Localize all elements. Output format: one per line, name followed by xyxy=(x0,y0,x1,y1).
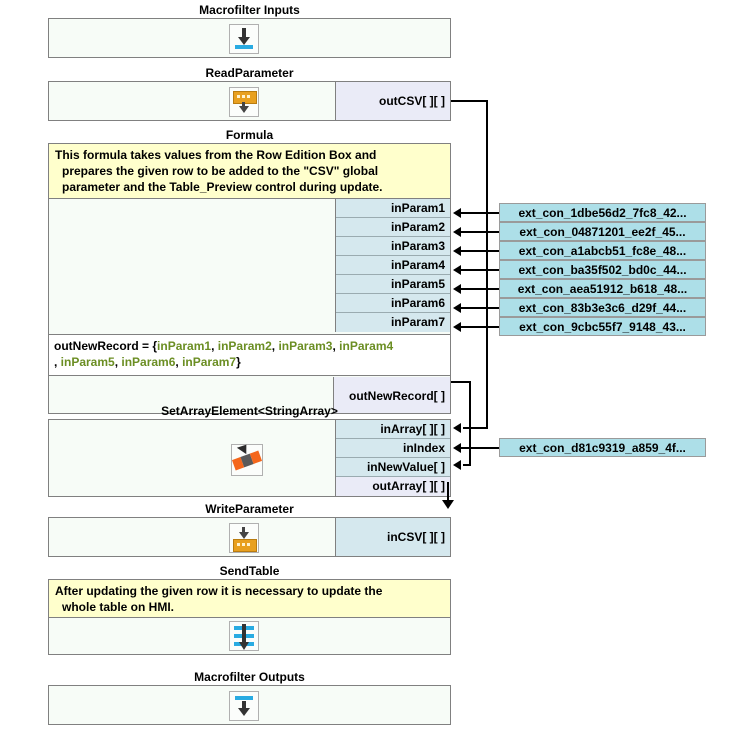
block-body-write-parameter[interactable]: inCSV[ ][ ] xyxy=(48,517,451,557)
block-title-set-array-element: SetArrayElement<StringArray> xyxy=(161,404,338,418)
port-out-array[interactable]: outArray[ ][ ] xyxy=(336,477,450,496)
port-in-param7[interactable]: inParam7 xyxy=(336,313,450,332)
block-write-parameter[interactable]: WriteParameter inCSV[ ][ ] xyxy=(48,502,451,557)
wire-newrecord-h2 xyxy=(463,464,471,466)
formula-line2-prefix: , xyxy=(54,355,61,369)
port-in-param6[interactable]: inParam6 xyxy=(336,294,450,313)
block-body-formula[interactable]: This formula takes values from the Row E… xyxy=(48,143,451,414)
wire-connector-3 xyxy=(461,250,499,252)
wire-arrow-param6 xyxy=(453,303,461,313)
block-macrofilter-outputs[interactable]: Macrofilter Outputs xyxy=(48,670,451,725)
wire-arrow-param7 xyxy=(453,322,461,332)
block-title-macrofilter-outputs: Macrofilter Outputs xyxy=(194,670,305,684)
block-title-formula: Formula xyxy=(225,128,274,142)
set-array-element-ports: inArray[ ][ ] inIndex inNewValue[ ] outA… xyxy=(335,420,450,496)
block-title-macrofilter-inputs: Macrofilter Inputs xyxy=(199,3,300,17)
port-in-param4[interactable]: inParam4 xyxy=(336,256,450,275)
wire-arrow-param5 xyxy=(453,284,461,294)
port-in-param3[interactable]: inParam3 xyxy=(336,237,450,256)
macrofilter-inputs-icon xyxy=(229,24,259,54)
formula-expression[interactable]: outNewRecord = {inParam1, inParam2, inPa… xyxy=(49,334,450,376)
wire-arrow-param2 xyxy=(453,227,461,237)
connector-chip-3[interactable]: ext_con_a1abcb51_fc8e_48... xyxy=(499,241,706,260)
connector-chip-5[interactable]: ext_con_aea51912_b618_48... xyxy=(499,279,706,298)
connector-chip-2[interactable]: ext_con_04871201_ee2f_45... xyxy=(499,222,706,241)
wire-connector-8 xyxy=(461,447,499,449)
port-in-param2[interactable]: inParam2 xyxy=(336,218,450,237)
formula-param-2: inParam2 xyxy=(217,339,272,353)
formula-param-4: inParam4 xyxy=(339,339,394,353)
wire-outcsv-h2 xyxy=(463,427,488,429)
wire-arrow-inarray xyxy=(453,423,461,433)
formula-param-1: inParam1 xyxy=(157,339,212,353)
wire-outcsv-h1 xyxy=(451,100,488,102)
connector-chip-6[interactable]: ext_con_83b3e3c6_d29f_44... xyxy=(499,298,706,317)
wire-newrecord-v xyxy=(469,381,471,466)
formula-param-3: inParam3 xyxy=(278,339,333,353)
formula-eq: = { xyxy=(138,339,158,353)
wire-outcsv-v xyxy=(486,100,488,428)
formula-comment: This formula takes values from the Row E… xyxy=(49,144,450,199)
wire-connector-6 xyxy=(461,307,499,309)
wire-connector-7 xyxy=(461,326,499,328)
wire-outarray-v xyxy=(447,482,449,504)
block-title-send-table: SendTable xyxy=(219,564,280,578)
connector-chip-8[interactable]: ext_con_d81c9319_a859_4f... xyxy=(499,438,706,457)
block-body-send-table[interactable]: After updating the given row it is neces… xyxy=(48,579,451,655)
port-out-csv[interactable]: outCSV[ ][ ] xyxy=(335,82,450,120)
block-send-table[interactable]: SendTable After updating the given row i… xyxy=(48,564,451,655)
wire-connector-4 xyxy=(461,269,499,271)
formula-close: } xyxy=(236,355,241,369)
wire-arrow-param4 xyxy=(453,265,461,275)
wire-arrow-param3 xyxy=(453,246,461,256)
formula-input-ports: inParam1 inParam2 inParam3 inParam4 inPa… xyxy=(335,199,450,332)
wire-connector-1 xyxy=(461,212,499,214)
block-title-read-parameter: ReadParameter xyxy=(205,66,294,80)
block-set-array-element[interactable]: SetArrayElement<StringArray> inArray[ ][… xyxy=(48,404,451,497)
port-in-param1[interactable]: inParam1 xyxy=(336,199,450,218)
connector-chip-4[interactable]: ext_con_ba35f502_bd0c_44... xyxy=(499,260,706,279)
block-macrofilter-inputs[interactable]: Macrofilter Inputs xyxy=(48,3,451,58)
formula-output-area: outNewRecord[ ] xyxy=(49,377,450,413)
wire-arrow-innewvalue xyxy=(453,460,461,470)
formula-param-5: inParam5 xyxy=(60,355,115,369)
formula-port-area: inParam1 inParam2 inParam3 inParam4 inPa… xyxy=(49,199,450,333)
wire-arrow-param1 xyxy=(453,208,461,218)
read-parameter-icon xyxy=(229,87,259,117)
block-title-write-parameter: WriteParameter xyxy=(205,502,294,516)
wire-connector-2 xyxy=(461,231,499,233)
wire-newrecord-h1 xyxy=(451,381,471,383)
send-table-comment: After updating the given row it is neces… xyxy=(49,580,450,618)
block-body-macrofilter-outputs[interactable] xyxy=(48,685,451,725)
port-in-index[interactable]: inIndex xyxy=(336,439,450,458)
block-formula[interactable]: Formula This formula takes values from t… xyxy=(48,128,451,414)
port-in-param5[interactable]: inParam5 xyxy=(336,275,450,294)
block-body-set-array-element[interactable]: inArray[ ][ ] inIndex inNewValue[ ] outA… xyxy=(48,419,451,497)
wire-connector-5 xyxy=(461,288,499,290)
connector-chip-1[interactable]: ext_con_1dbe56d2_7fc8_42... xyxy=(499,203,706,222)
connector-chip-7[interactable]: ext_con_9cbc55f7_9148_43... xyxy=(499,317,706,336)
formula-param-6: inParam6 xyxy=(121,355,176,369)
send-table-icon xyxy=(229,621,259,651)
macrofilter-outputs-icon xyxy=(229,691,259,721)
port-in-array[interactable]: inArray[ ][ ] xyxy=(336,420,450,439)
send-table-icon-area xyxy=(49,618,450,654)
write-parameter-icon xyxy=(229,523,259,553)
block-read-parameter[interactable]: ReadParameter outCSV[ ][ ] xyxy=(48,66,451,121)
port-in-csv[interactable]: inCSV[ ][ ] xyxy=(335,518,450,556)
block-body-read-parameter[interactable]: outCSV[ ][ ] xyxy=(48,81,451,121)
wire-arrow-incsv xyxy=(442,500,454,509)
wire-arrow-index xyxy=(453,443,461,453)
formula-lhs: outNewRecord xyxy=(54,339,139,353)
formula-param-7: inParam7 xyxy=(182,355,237,369)
block-body-macrofilter-inputs[interactable] xyxy=(48,18,451,58)
port-out-new-record[interactable]: outNewRecord[ ] xyxy=(333,377,450,413)
port-in-new-value[interactable]: inNewValue[ ] xyxy=(336,458,450,477)
set-array-element-icon xyxy=(231,444,263,476)
